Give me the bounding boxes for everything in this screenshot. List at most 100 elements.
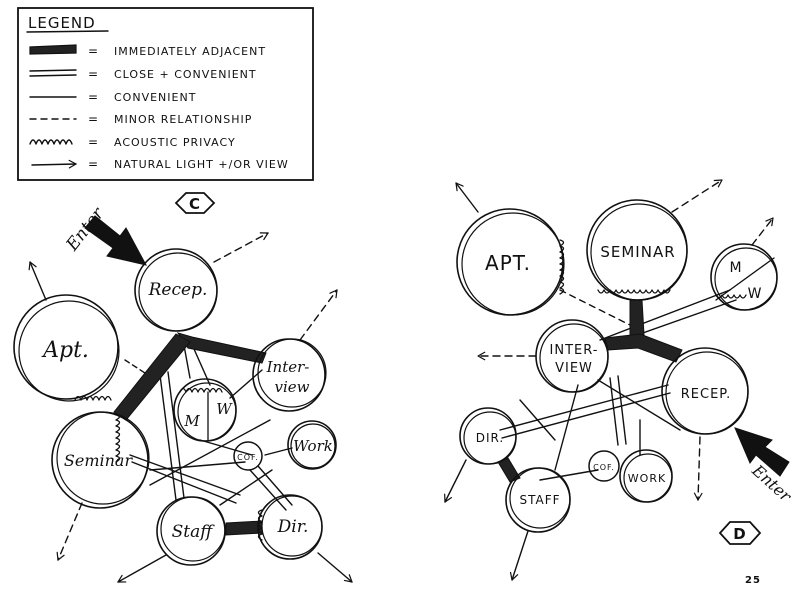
view-arrow-icon — [509, 530, 529, 581]
bubble-dir: Dir. — [257, 494, 323, 560]
diagram-d-adjacent-links — [497, 299, 683, 483]
diagram-c-tag: C — [174, 192, 216, 214]
legend-separator: = — [88, 67, 99, 81]
legend-separator: = — [88, 112, 99, 126]
legend-row-minor-relationship: = MINOR RELATIONSHIP — [29, 112, 252, 126]
acoustic-privacy-mark — [115, 413, 121, 463]
acoustic-privacy-mark — [257, 509, 263, 541]
view-arrow-icon — [56, 502, 83, 561]
natural-light-arrow-icon — [31, 159, 77, 169]
page-number: 25 — [745, 575, 761, 586]
diagram-c-enter-arrow-icon — [84, 215, 147, 266]
bubble-work-d-label: WORK — [628, 472, 666, 485]
legend-separator: = — [88, 44, 99, 58]
bubble-cof-d-label: COF. — [593, 463, 615, 472]
bubble-work-label: Work — [293, 437, 333, 455]
legend-separator: = — [88, 90, 99, 104]
bubble-work: Work — [287, 420, 337, 470]
diagram-c-tag-label: C — [189, 195, 201, 213]
bubble-apt-d-label: APT. — [485, 251, 531, 275]
legend-row-acoustic-privacy: = ACOUSTIC PRIVACY — [29, 135, 236, 149]
bubble-dir-label: Dir. — [277, 517, 309, 537]
bubble-dir-d-label: DIR. — [476, 431, 505, 445]
bubble-work-d: WORK — [619, 449, 673, 503]
bubble-mw-d: M W — [710, 243, 778, 311]
legend-row-immediately-adjacent: = IMMEDIATELY ADJACENT — [29, 44, 266, 58]
legend-label-close-convenient: CLOSE + CONVENIENT — [114, 68, 257, 81]
diagram-d-view-arrows — [444, 179, 774, 581]
bubble-dir-d: DIR. — [459, 407, 517, 465]
bubble-cof: COF. — [233, 441, 263, 471]
diagram-d-relationships — [499, 289, 737, 481]
diagram-d: APT. SEMINAR M W INTER- VIEW RECEP. — [444, 179, 796, 581]
bubble-apt-label: Apt. — [41, 338, 89, 363]
legend-row-convenient: = CONVENIENT — [29, 90, 196, 104]
diagram-c-adjacent-links — [113, 332, 267, 536]
legend-label-acoustic-privacy: ACOUSTIC PRIVACY — [114, 136, 236, 149]
legend-title: LEGEND — [28, 14, 96, 32]
diagram-c: C Enter — [13, 192, 353, 583]
legend-label-natural-light: NATURAL LIGHT +/OR VIEW — [114, 158, 289, 171]
legend-separator: = — [88, 135, 99, 149]
diagram-d-enter-arrow-icon — [734, 427, 790, 477]
view-arrow-icon — [213, 232, 269, 263]
bubble-cof-label: COF. — [237, 453, 259, 462]
view-arrow-icon — [455, 182, 479, 213]
bubble-mw: M W — [173, 378, 237, 442]
view-arrow-icon — [444, 459, 467, 503]
view-arrow-icon — [28, 261, 47, 301]
acoustic-privacy-mark — [74, 395, 112, 401]
view-arrow-icon — [751, 217, 774, 246]
diagram-d-tag: D — [718, 521, 762, 545]
bubble-seminar-label: Seminar — [64, 451, 134, 470]
bubble-mw-m: M — [183, 412, 200, 430]
legend: LEGEND = IMMEDIATELY ADJACENT = CLOSE + … — [17, 7, 314, 181]
legend-row-natural-light: = NATURAL LIGHT +/OR VIEW — [31, 157, 289, 171]
bubble-interview-d-label-2: VIEW — [555, 361, 593, 376]
view-arrow-icon — [117, 554, 167, 583]
bubble-cof-d: COF. — [588, 450, 620, 482]
legend-row-close-convenient: = CLOSE + CONVENIENT — [29, 67, 257, 81]
acoustic-privacy-symbol — [29, 139, 73, 145]
bubble-staff-label: Staff — [172, 522, 216, 542]
bubble-recep: Recep. — [134, 248, 218, 332]
bubble-apt: Apt. — [13, 294, 120, 402]
view-arrow-icon — [671, 179, 723, 213]
bubble-seminar: Seminar — [51, 411, 150, 509]
hexagon-icon — [174, 192, 216, 214]
legend-title-underline — [26, 30, 109, 33]
bubble-mw-w: W — [216, 400, 233, 418]
immediately-adjacent-symbol — [29, 44, 77, 55]
bubble-interview-d-label-1: INTER- — [550, 343, 599, 358]
acoustic-privacy-mark — [597, 289, 671, 294]
bubble-staff-d-label: STAFF — [519, 493, 560, 507]
bubble-recep-d-label: RECEP. — [681, 387, 731, 402]
bubble-staff-d: STAFF — [505, 467, 571, 533]
diagram-d-tag-label: D — [733, 525, 746, 543]
bubble-apt-d: APT. — [456, 208, 565, 316]
legend-label-immediately-adjacent: IMMEDIATELY ADJACENT — [114, 45, 266, 58]
view-arrow-icon — [317, 552, 353, 583]
view-arrow-icon — [693, 436, 703, 501]
bubble-interview-label-1: Inter- — [266, 358, 310, 376]
legend-label-convenient: CONVENIENT — [114, 91, 196, 104]
bubble-seminar-d-label: SEMINAR — [600, 243, 675, 261]
bubble-mw-d-w: W — [748, 286, 763, 302]
bubble-recep-d: RECEP. — [661, 347, 749, 435]
hexagon-icon — [718, 521, 762, 545]
diagram-c-view-arrows — [28, 232, 353, 583]
view-arrow-icon — [299, 289, 338, 341]
bubble-interview: Inter- view — [252, 338, 327, 412]
bubble-seminar-d: SEMINAR — [586, 199, 688, 301]
legend-separator: = — [88, 157, 99, 171]
bubble-mw-d-m: M — [729, 260, 742, 276]
acoustic-privacy-mark — [559, 239, 565, 295]
bubble-interview-label-2: view — [275, 378, 310, 396]
bubble-interview-d: INTER- VIEW — [535, 319, 609, 393]
bubble-recep-label: Recep. — [148, 280, 208, 300]
diagram-c-relationships — [119, 339, 293, 511]
legend-box — [17, 7, 314, 181]
bubble-staff: Staff — [156, 496, 226, 566]
legend-label-minor-relationship: MINOR RELATIONSHIP — [114, 113, 252, 126]
